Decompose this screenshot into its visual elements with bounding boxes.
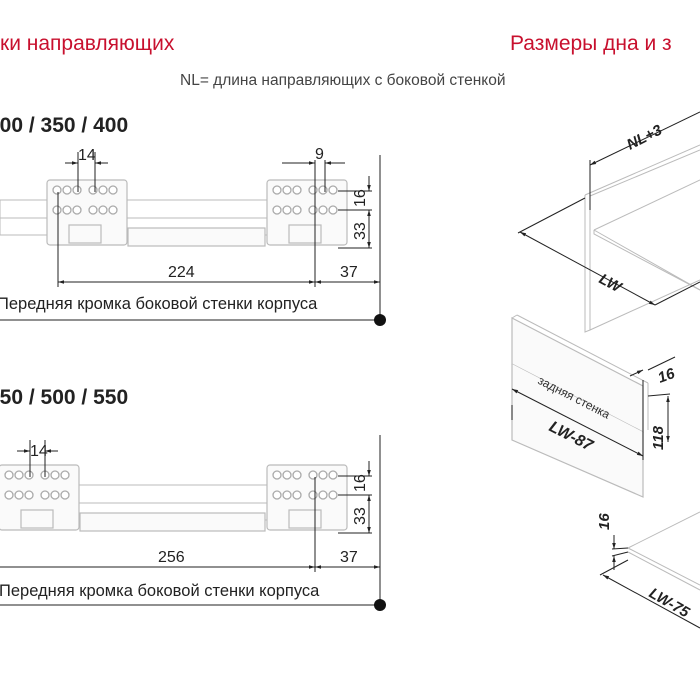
- dim-nl: NL+3: [624, 121, 665, 153]
- front-edge-marker: [374, 599, 386, 611]
- front-edge-marker: [374, 314, 386, 326]
- runner-diagram-1: 300 / 350 / 400 14 9 16 33 224 37 Передн…: [0, 114, 386, 326]
- dim-hole-spacing: 14: [78, 147, 96, 164]
- dim-front: 37: [340, 549, 358, 566]
- dim-vertical-top: 16: [352, 189, 369, 207]
- dim-main: 256: [158, 549, 185, 566]
- runner-diagram-2: 450 / 500 / 550 14 16 33 256 37 Передняя…: [0, 386, 386, 611]
- dim-vertical-bottom: 33: [352, 507, 369, 525]
- dim-hole-spacing: 14: [30, 443, 48, 460]
- dim-vertical-bottom: 33: [352, 222, 369, 240]
- right-title: Размеры дна и з: [510, 32, 672, 55]
- model-sizes: 450 / 500 / 550: [0, 386, 128, 409]
- model-sizes: 300 / 350 / 400: [0, 114, 128, 137]
- caption: Передняя кромка боковой стенки корпуса: [0, 582, 320, 600]
- dim-right-offset: 9: [315, 146, 324, 163]
- dim-vertical-top: 16: [352, 474, 369, 492]
- dim-front: 37: [340, 264, 358, 281]
- dim-back-height: 118: [650, 425, 667, 450]
- dim-lw: LW: [596, 271, 625, 297]
- left-title: ки направляющих: [0, 32, 175, 55]
- drawer-isometric: NL+3 LW задняя стенка LW-87 16 118 16 LW…: [511, 111, 700, 629]
- dim-main: 224: [168, 264, 195, 281]
- caption: Передняя кромка боковой стенки корпуса: [0, 295, 318, 313]
- subtitle: NL= длина направляющих с боковой стенкой: [180, 72, 506, 89]
- dim-back-thickness: 16: [656, 365, 678, 387]
- dim-bottom-thickness: 16: [596, 513, 613, 530]
- dim-bottom-width: LW-75: [646, 585, 693, 622]
